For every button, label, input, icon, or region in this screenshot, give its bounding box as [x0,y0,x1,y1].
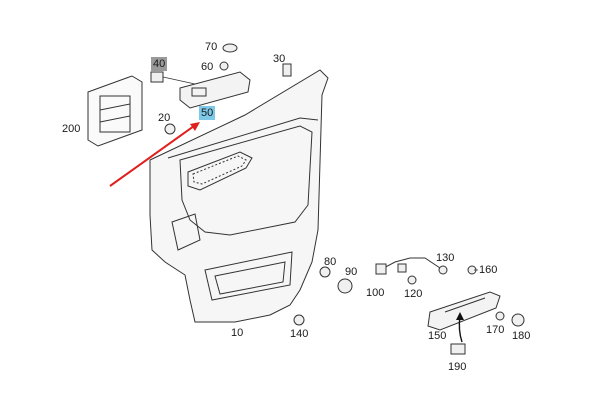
part-70-body [222,43,238,53]
handle-grip [444,297,486,313]
part-180-body [511,313,525,327]
arrow-190-to-handle [456,312,464,343]
part-170-head [495,311,505,321]
part-90-plug[interactable] [337,278,353,294]
assembly-lines [162,76,478,271]
callout-30[interactable]: 30 [273,53,286,65]
callout-10[interactable]: 10 [231,327,244,339]
part-80-head [319,266,331,278]
switch-bezel-outline [179,71,251,109]
part-100-harness[interactable] [375,257,441,275]
red-arrow-shaft [109,125,195,187]
part-40-clip[interactable] [150,71,164,83]
part-60-head [219,61,229,71]
harness-connector-2 [397,263,407,273]
part-130-connector[interactable] [438,265,448,275]
part-180-cap[interactable] [511,313,525,327]
line-40-to-bezel [162,76,196,85]
callout-180[interactable]: 180 [512,330,531,342]
lower-map-pocket [204,251,293,301]
callout-80[interactable]: 80 [324,256,337,268]
callout-120[interactable]: 120 [404,288,423,300]
speaker-pocket [171,213,201,251]
part-20-head [164,123,176,135]
switch-slot [191,87,207,97]
callout-40[interactable]: 40 [151,57,168,71]
callout-100[interactable]: 100 [366,287,385,299]
door-panel-outline [149,69,329,323]
callout-150[interactable]: 150 [428,330,447,342]
carrier-plate[interactable] [87,75,143,147]
part-60-screw[interactable] [219,61,229,71]
carrier-detail-2 [99,103,131,111]
callout-140[interactable]: 140 [290,328,309,340]
part-190-clip[interactable] [450,343,466,355]
door-panel-top-rail [167,117,319,159]
part-80-screw[interactable] [319,266,331,278]
carrier-detail-1 [99,95,131,133]
handle-outline [427,291,501,331]
callout-20[interactable]: 20 [158,112,171,124]
part-170-screw[interactable] [495,311,505,321]
callout-50[interactable]: 50 [199,106,216,120]
handle-insert [187,151,253,191]
callout-190[interactable]: 190 [448,361,467,373]
callout-70[interactable]: 70 [205,41,218,53]
armrest-recess [179,125,313,236]
harness-connector-1 [375,263,387,275]
carrier-plate-outline [87,75,143,147]
callout-160[interactable]: 160 [479,264,498,276]
part-140-head [293,314,305,326]
callout-130[interactable]: 130 [436,252,455,264]
part-30-clip[interactable] [282,63,292,77]
lower-map-pocket-inner [214,261,286,295]
part-150-handle[interactable] [427,291,501,331]
carrier-detail-3 [99,115,131,123]
part-70-cap[interactable] [222,43,238,53]
red-arrow [109,122,200,187]
door-trim-panel[interactable] [149,69,329,323]
part-90-body [337,278,353,294]
part-120-body [407,275,417,285]
arrow-190-head [456,312,464,320]
part-30-body [282,63,292,77]
switch-bezel[interactable] [179,71,251,109]
callout-60[interactable]: 60 [201,61,214,73]
part-190-body [450,343,466,355]
harness-wire [379,257,441,271]
callout-90[interactable]: 90 [345,266,358,278]
part-120-clip[interactable] [407,275,417,285]
part-130-body [438,265,448,275]
handle-insert-inner [192,155,247,185]
part-140-screw[interactable] [293,314,305,326]
callout-200[interactable]: 200 [62,123,81,135]
red-arrow-head [190,122,200,131]
part-40-body [150,71,164,83]
callout-170[interactable]: 170 [486,324,505,336]
part-20-nut[interactable] [164,123,176,135]
